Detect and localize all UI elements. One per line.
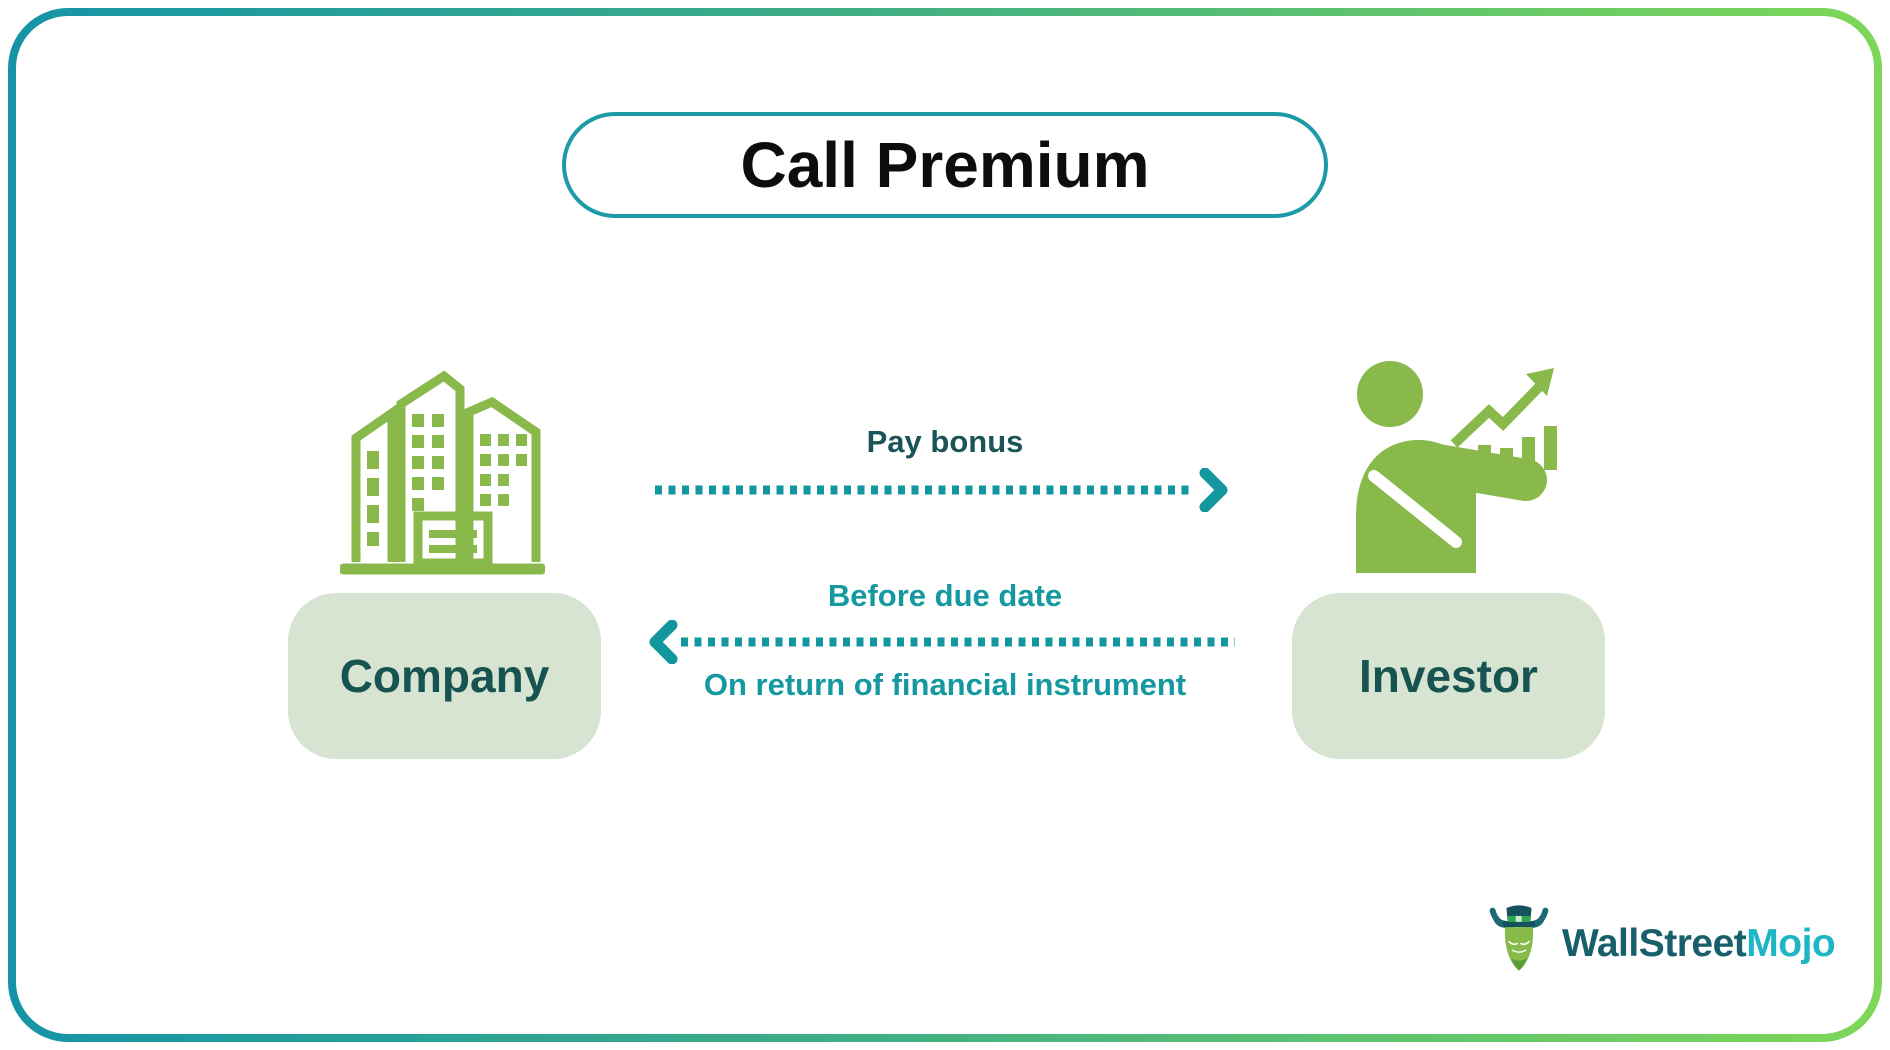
page-title: Call Premium: [740, 129, 1150, 201]
company-node: Company: [288, 593, 601, 759]
wallstreetmojo-logo: WallStreetMojo: [1486, 904, 1836, 983]
bull-with-hat-icon: [1486, 904, 1552, 983]
pay-bonus-label: Pay bonus: [866, 424, 1024, 459]
on-return-label: On return of financial instrument: [703, 667, 1187, 702]
before-due-date-label: Before due date: [827, 578, 1063, 613]
company-buildings-icon: [338, 356, 547, 581]
investor-growth-chart-icon: [1338, 358, 1568, 578]
company-label: Company: [339, 650, 550, 702]
arrow-right-dotted: [645, 467, 1245, 513]
title-pill: Call Premium: [562, 112, 1328, 218]
logo-text-wallstreet: WallStreet: [1562, 921, 1747, 965]
logo-wordmark: WallStreetMojo: [1562, 921, 1836, 966]
investor-label: Investor: [1359, 650, 1538, 702]
logo-text-mojo: Mojo: [1746, 921, 1836, 965]
arrow-left-dotted: [645, 619, 1245, 665]
investor-node: Investor: [1292, 593, 1605, 759]
